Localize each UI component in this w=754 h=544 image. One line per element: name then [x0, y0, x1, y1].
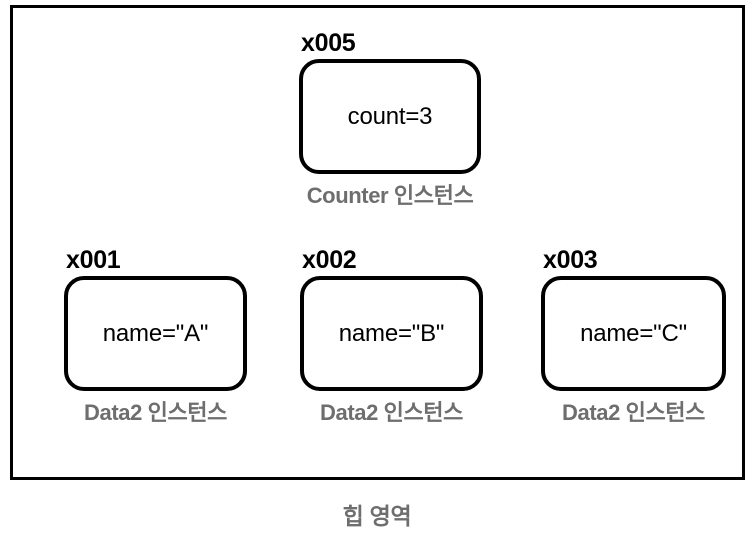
heap-region-caption: 힙 영역 [342, 503, 412, 529]
object-address-label-x003: x003 [543, 246, 598, 274]
object-field-value-x001: name="A" [102, 319, 209, 347]
object-type-caption-x002: Data2 인스턴스 [320, 400, 463, 425]
object-box-x003: name="C" [541, 276, 726, 391]
object-box-x005: count=3 [299, 59, 481, 174]
object-type-caption-x003: Data2 인스턴스 [562, 400, 705, 425]
object-address-label-x005: x005 [301, 29, 356, 57]
object-address-label-x002: x002 [302, 246, 357, 274]
object-address-label-x001: x001 [66, 246, 121, 274]
object-field-value-x003: name="C" [580, 319, 687, 347]
object-box-x001: name="A" [64, 276, 247, 391]
object-type-caption-x001: Data2 인스턴스 [84, 400, 227, 425]
object-field-value-x005: count=3 [347, 102, 433, 130]
heap-region-container: x005 count=3 Counter 인스턴스 x001 name="A" … [10, 5, 745, 480]
object-box-x002: name="B" [300, 276, 483, 391]
object-type-caption-x005: Counter 인스턴스 [306, 183, 474, 208]
object-field-value-x002: name="B" [338, 319, 445, 347]
